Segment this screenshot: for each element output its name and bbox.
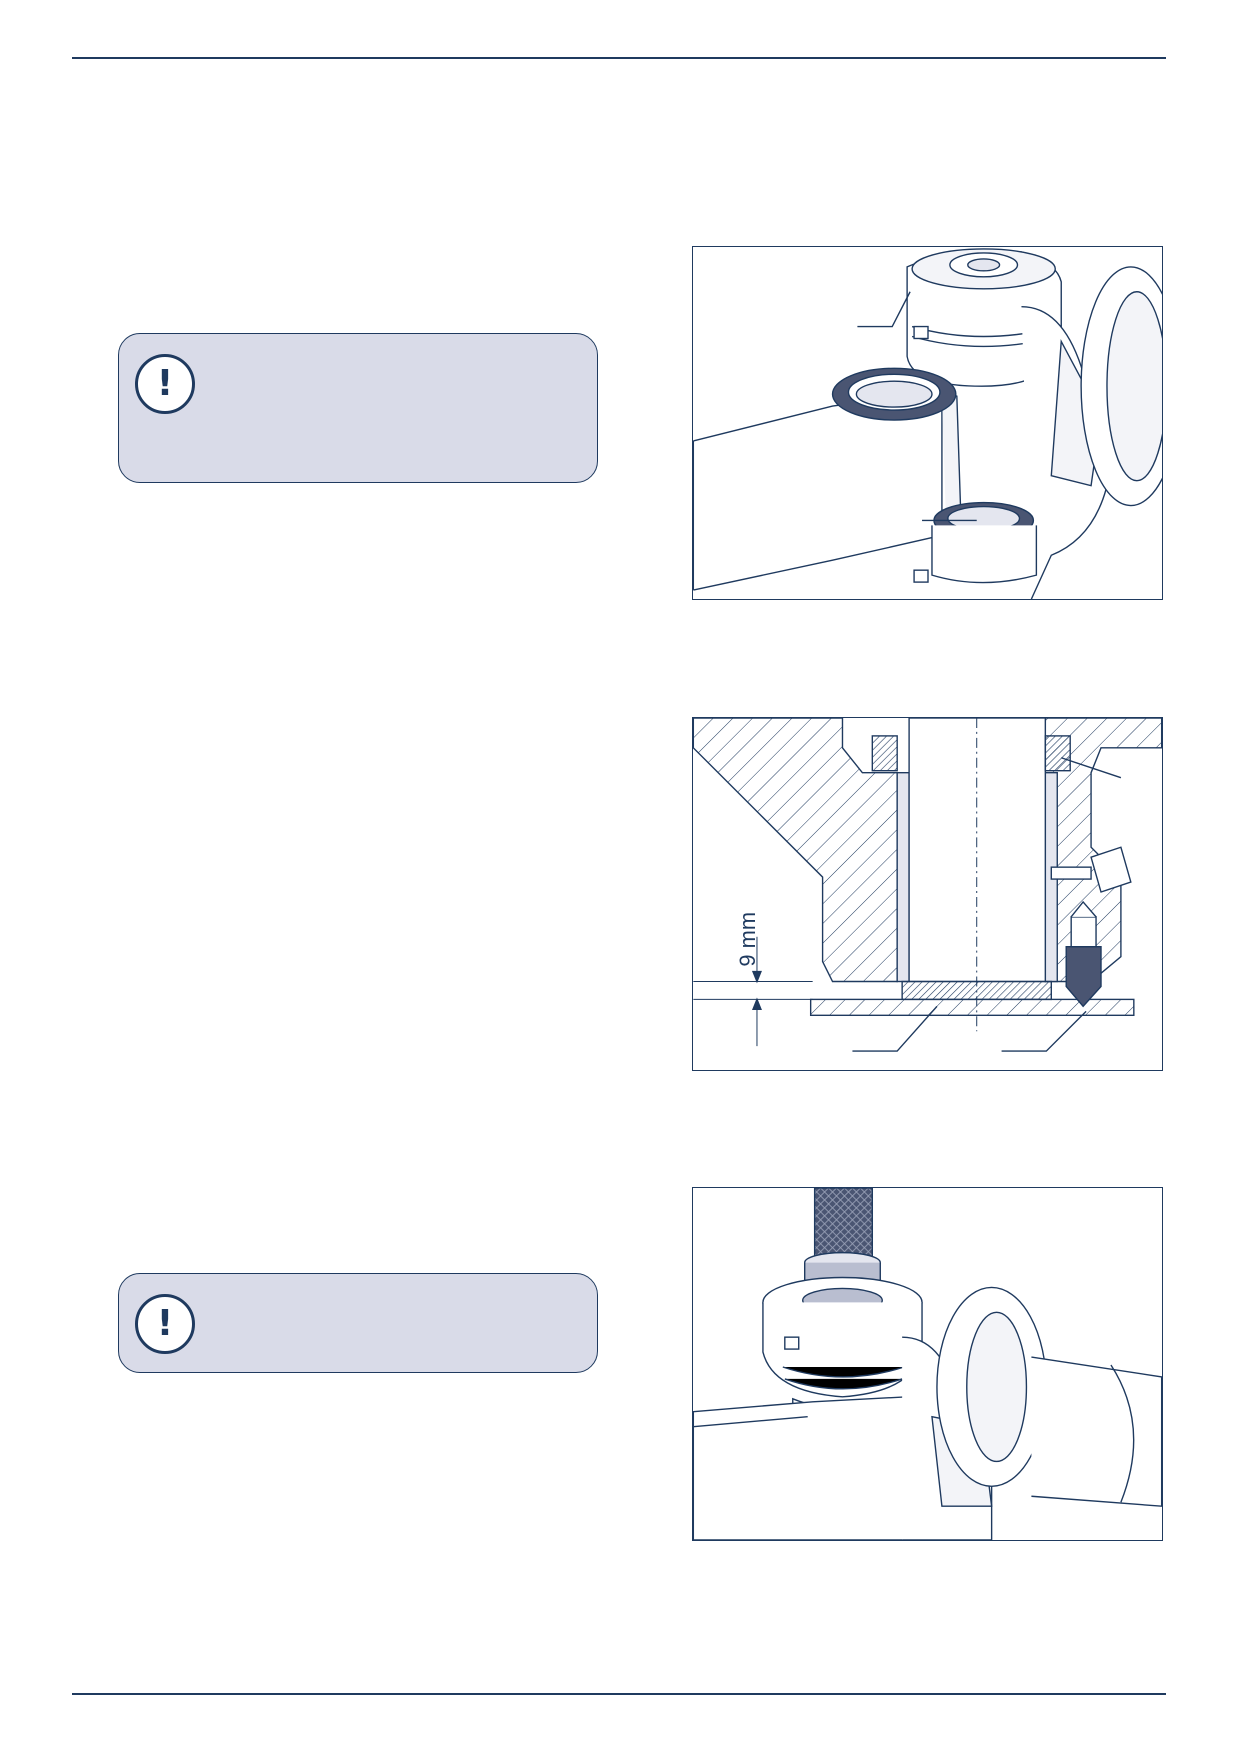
figure-kingpin-install — [692, 1187, 1163, 1541]
notice-box-1: ! — [118, 333, 598, 483]
kingpin-seal-illustration — [693, 248, 1162, 599]
notice-box-2: ! — [118, 1273, 598, 1373]
kingpin-install-illustration — [693, 1188, 1162, 1540]
header-rule — [72, 57, 1166, 59]
dimension-label: 9 mm — [735, 912, 760, 967]
figure-cross-section: 9 mm — [692, 717, 1163, 1071]
exclamation-circle-icon: ! — [135, 354, 195, 414]
cross-section-illustration: 9 mm — [693, 718, 1162, 1052]
footer-rule — [72, 1693, 1166, 1695]
figure-kingpin-seal — [692, 246, 1163, 600]
exclamation-circle-icon: ! — [135, 1294, 195, 1354]
